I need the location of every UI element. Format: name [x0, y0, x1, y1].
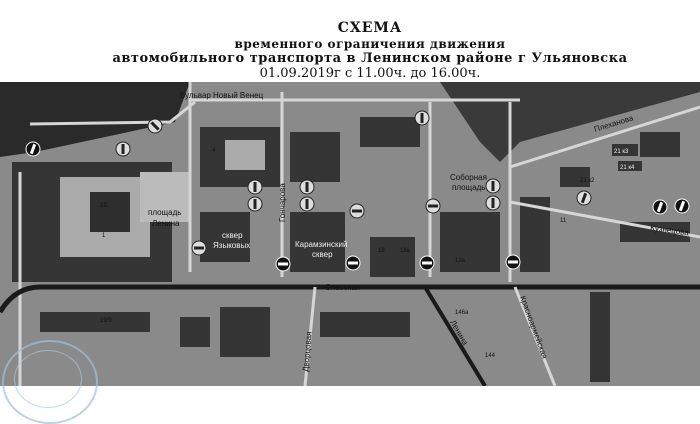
street-novy-venets: Бульвар Новый Венец: [180, 91, 264, 100]
street-goncharova: Гончарова: [278, 183, 287, 222]
no-stopping-sign-icon: [349, 203, 365, 219]
no-stopping-sign-icon: [576, 190, 592, 206]
building-number: 146а: [455, 310, 469, 316]
no-stopping-sign-icon: [247, 179, 263, 195]
building-number: 144: [485, 353, 496, 359]
building-number: 18: [378, 248, 385, 254]
no-stopping-sign-icon: [485, 195, 501, 211]
street-dvortsovaya: Дворцовая: [301, 331, 313, 372]
no-entry-sign-icon: [275, 256, 291, 272]
building-number-labels: 1б 1 4 18 18а 12а 21 к2 21 к3 21 к4 11 1…: [100, 148, 635, 359]
no-stopping-sign-icon: [299, 196, 315, 212]
building-number: 11: [560, 218, 567, 224]
light-blocks: [60, 140, 265, 257]
no-stopping-sign-icon: [299, 179, 315, 195]
no-entry-sign-icon: [25, 141, 41, 157]
traffic-signs: [25, 110, 690, 272]
doc-subtitle-2: автомобильного транспорта в Ленинском ра…: [112, 51, 628, 66]
building-number: 1б: [100, 203, 107, 209]
building-number: 18а: [400, 248, 411, 254]
no-entry-sign-icon: [419, 255, 435, 271]
building-number: 1: [102, 233, 106, 239]
street-spasskaya: Спасская: [325, 283, 360, 292]
building-number: 21 к3: [614, 149, 629, 155]
official-stamp-inner: [14, 350, 82, 408]
no-stopping-sign-icon: [247, 196, 263, 212]
no-stopping-sign-icon: [425, 198, 441, 214]
traffic-restriction-map: Бульвар Новый Венец Спасская Плеханова К…: [0, 82, 700, 386]
no-stopping-sign-icon: [191, 240, 207, 256]
building-number: 21 к2: [580, 178, 595, 184]
place-ploshchad-lenina-2: Ленина: [152, 219, 180, 228]
doc-subtitle: временного ограничения движения: [234, 37, 506, 51]
no-entry-sign-icon: [505, 254, 521, 270]
place-karamzinsky: Карамзинский: [295, 240, 347, 249]
place-skver-yazykovykh: сквер: [222, 231, 243, 240]
park-area: [0, 82, 190, 157]
no-entry-sign-icon: [345, 255, 361, 271]
doc-date-line: 01.09.2019г с 11.00ч. до 16.00ч.: [259, 66, 481, 81]
place-sobornaya-2: площадь: [452, 183, 485, 192]
no-stopping-sign-icon: [147, 118, 163, 134]
building-number: 21 к4: [620, 165, 635, 171]
building-number: 19/9: [100, 318, 112, 324]
building-blocks: [12, 117, 690, 382]
building-number: 12а: [455, 258, 466, 264]
place-sobornaya: Соборная: [450, 173, 487, 182]
place-ploshchad-lenina: площадь: [148, 208, 181, 217]
no-stopping-sign-icon: [485, 178, 501, 194]
no-entry-sign-icon: [652, 199, 668, 215]
no-stopping-sign-icon: [414, 110, 430, 126]
building-number: 4: [212, 148, 216, 154]
doc-title: СХЕМА: [337, 20, 403, 36]
roads: [0, 82, 700, 386]
dark-area: [190, 82, 700, 162]
no-stopping-sign-icon: [115, 141, 131, 157]
no-entry-sign-icon: [674, 198, 690, 214]
place-skver-yazykovykh-2: Языковых: [213, 241, 250, 250]
place-karamzinsky-2: сквер: [312, 250, 333, 259]
